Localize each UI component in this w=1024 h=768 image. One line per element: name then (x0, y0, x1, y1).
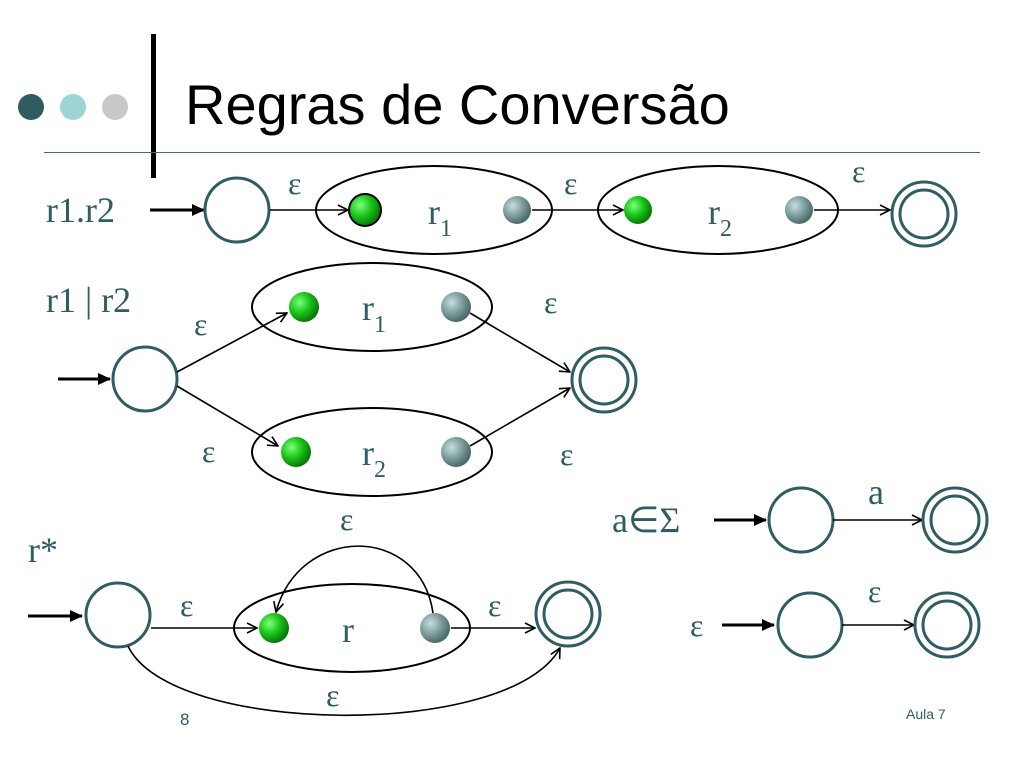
page-title: Regras de Conversão (185, 73, 730, 136)
union-r2-start-node (281, 437, 311, 467)
concat-start-state (203, 176, 271, 244)
union-r2-label: r2 (362, 433, 386, 483)
union-eps-1: ε (194, 306, 207, 342)
union-edge-from-r2 (469, 388, 570, 447)
union-final-inner-ring (578, 354, 630, 406)
concat-r2-start-node (624, 196, 652, 224)
epsilon-final-inner-ring (921, 599, 973, 651)
footer-label: Aula 7 (906, 706, 946, 722)
symbol-start-state (767, 486, 835, 554)
star-eps-in: ε (180, 587, 193, 623)
concat-eps-1: ε (288, 165, 301, 201)
union-edge-from-r1 (469, 312, 570, 372)
bullet-dot-2 (60, 94, 86, 120)
epsilon-transition-label: ε (868, 573, 881, 609)
concat-r1-label: r1 (428, 192, 452, 242)
star-r-end-node (420, 613, 450, 643)
epsilon-label: ε (690, 607, 703, 643)
concat-r2-label: r2 (708, 192, 732, 242)
star-diagram: r* r ε ε ε ε (28, 501, 602, 717)
star-final-inner-ring (542, 588, 594, 640)
star-r-start-node (259, 613, 289, 643)
page-number: 8 (180, 710, 190, 729)
bullet-dot-3 (102, 94, 128, 120)
union-r2-end-node (441, 437, 471, 467)
header-rule (44, 152, 980, 153)
star-label: r* (28, 530, 58, 570)
epsilon-diagram: ε ε (690, 573, 981, 659)
concat-r1-end-node (503, 196, 531, 224)
union-r1-label: r1 (362, 288, 386, 338)
union-edge-to-r2 (176, 385, 278, 446)
concat-label: r1.r2 (46, 190, 115, 230)
union-edge-to-r1 (176, 313, 287, 373)
union-eps-4: ε (560, 436, 573, 472)
union-r2-group (251, 407, 493, 497)
union-label: r1 | r2 (46, 280, 131, 320)
epsilon-start-state (776, 591, 844, 659)
symbol-transition-label: a (868, 472, 884, 512)
concat-r1-start-node (348, 193, 382, 227)
union-r1-end-node (441, 292, 471, 322)
union-start-state (111, 345, 179, 413)
bullet-dot-1 (18, 94, 44, 120)
symbol-diagram: a∈Σ a (612, 472, 989, 554)
star-eps-loop: ε (340, 501, 353, 537)
star-loop-edge (276, 545, 434, 613)
union-eps-2: ε (544, 284, 557, 320)
concat-final-inner-ring (898, 188, 950, 240)
union-diagram: r1 | r2 r1 r2 ε ε ε ε (46, 262, 638, 497)
star-eps-skip: ε (326, 677, 339, 713)
symbol-label: a∈Σ (612, 500, 680, 540)
title-divider (151, 34, 156, 178)
concat-r2-end-node (785, 196, 813, 224)
star-start-state (84, 581, 152, 649)
union-eps-3: ε (202, 433, 215, 469)
star-r-label: r (342, 610, 354, 650)
star-eps-out: ε (488, 587, 501, 623)
union-r1-start-node (289, 292, 319, 322)
symbol-final-inner-ring (929, 494, 981, 546)
concat-eps-3: ε (852, 153, 865, 189)
concat-eps-2: ε (564, 165, 577, 201)
star-skip-edge (127, 645, 560, 717)
union-r1-group (251, 262, 493, 352)
concat-diagram: r1.r2 r1 r2 ε ε ε (46, 153, 958, 255)
